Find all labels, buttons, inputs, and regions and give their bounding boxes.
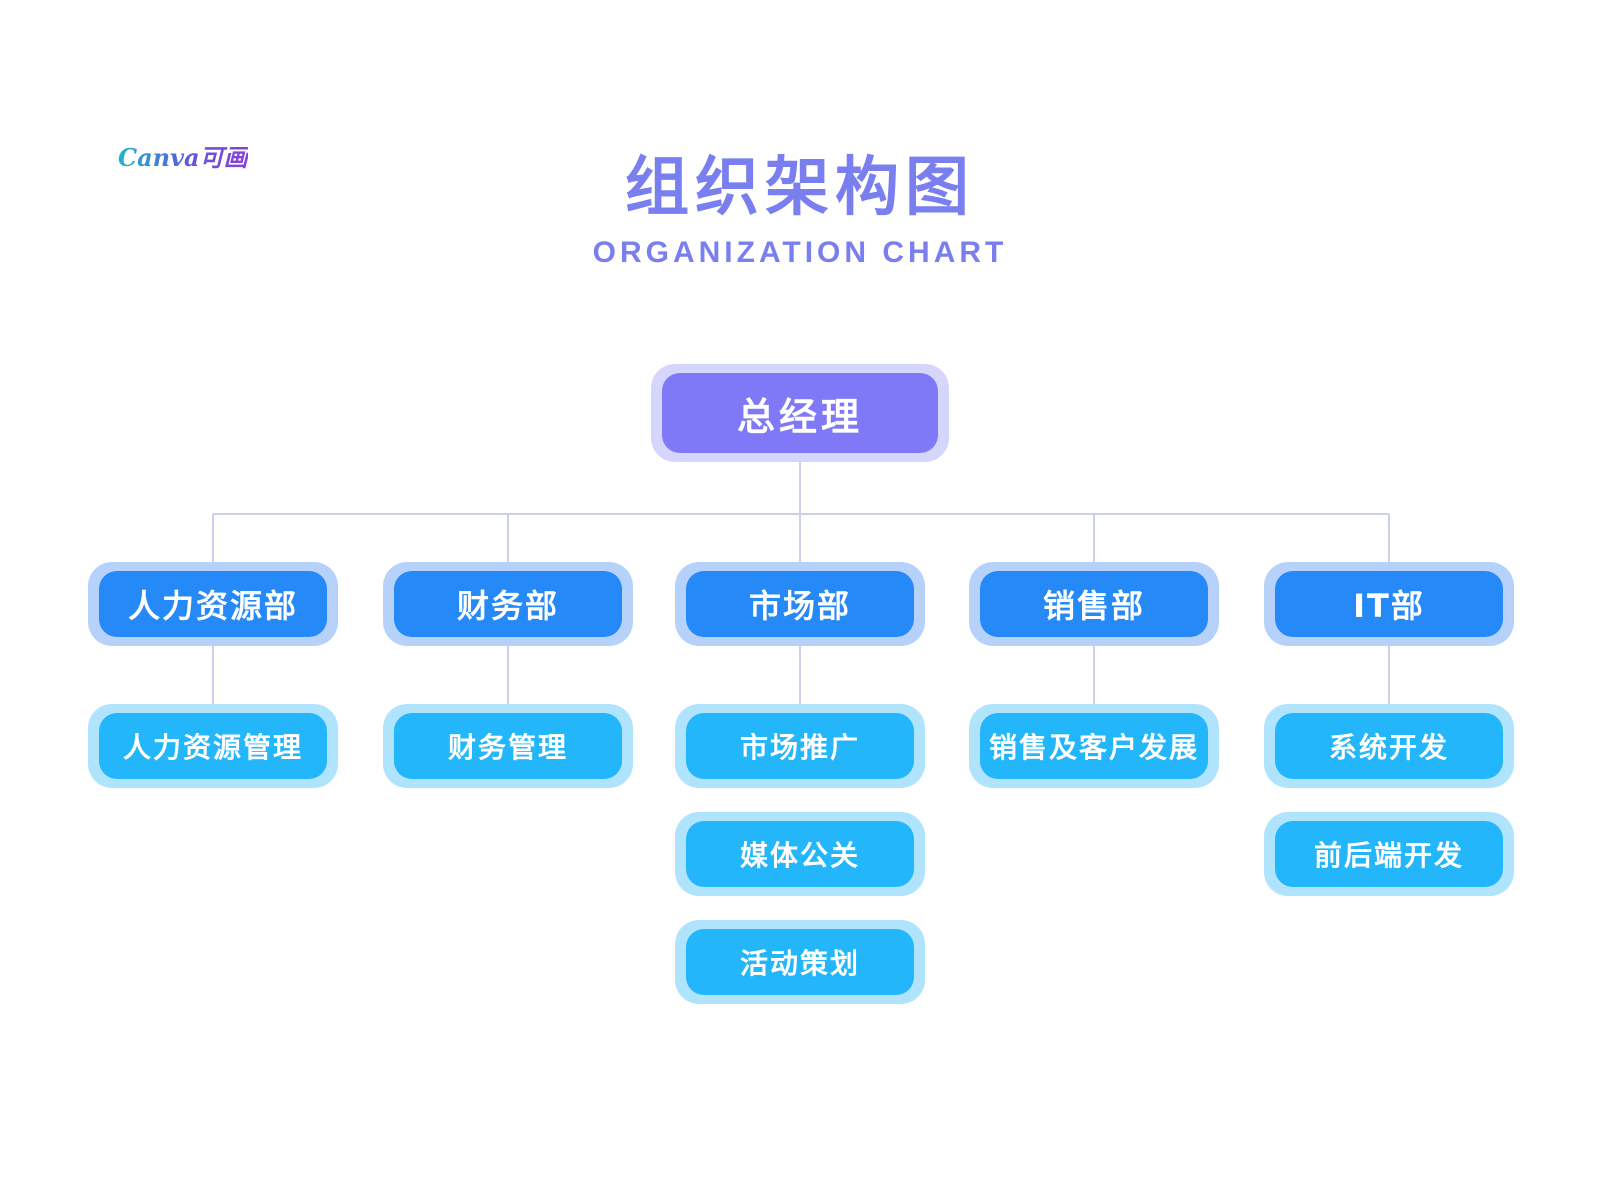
subunit-node-label: 人力资源管理 <box>99 713 327 779</box>
department-node: 财务部 <box>383 562 633 646</box>
subunit-node-label: 活动策划 <box>686 929 914 995</box>
subunit-node-label: 前后端开发 <box>1275 821 1503 887</box>
subunit-node-label: 销售及客户发展 <box>980 713 1208 779</box>
department-node: 销售部 <box>969 562 1219 646</box>
root-node-general-manager: 总经理 <box>651 364 949 462</box>
chart-title: 组织架构图 <box>625 151 975 225</box>
subunit-node: 财务管理 <box>383 704 633 788</box>
department-node: 人力资源部 <box>88 562 338 646</box>
subunit-node: 活动策划 <box>675 920 925 1004</box>
department-node: IT部 <box>1264 562 1514 646</box>
department-node: 市场部 <box>675 562 925 646</box>
subunit-node: 前后端开发 <box>1264 812 1514 896</box>
chart-subtitle: ORGANIZATION CHART <box>592 236 1008 269</box>
department-node-label: 财务部 <box>394 571 622 637</box>
canva-logo: Canva可画 <box>118 138 248 173</box>
subunit-node: 市场推广 <box>675 704 925 788</box>
subunit-node-label: 系统开发 <box>1275 713 1503 779</box>
subunit-node: 媒体公关 <box>675 812 925 896</box>
department-node-label: IT部 <box>1275 571 1503 637</box>
department-node-label: 市场部 <box>686 571 914 637</box>
subunit-node-label: 财务管理 <box>394 713 622 779</box>
department-node-label: 销售部 <box>980 571 1208 637</box>
subunit-node-label: 市场推广 <box>686 713 914 779</box>
subunit-node: 人力资源管理 <box>88 704 338 788</box>
subunit-node: 系统开发 <box>1264 704 1514 788</box>
subunit-node: 销售及客户发展 <box>969 704 1219 788</box>
root-node-general-manager-label: 总经理 <box>662 373 938 453</box>
subunit-node-label: 媒体公关 <box>686 821 914 887</box>
department-node-label: 人力资源部 <box>99 571 327 637</box>
